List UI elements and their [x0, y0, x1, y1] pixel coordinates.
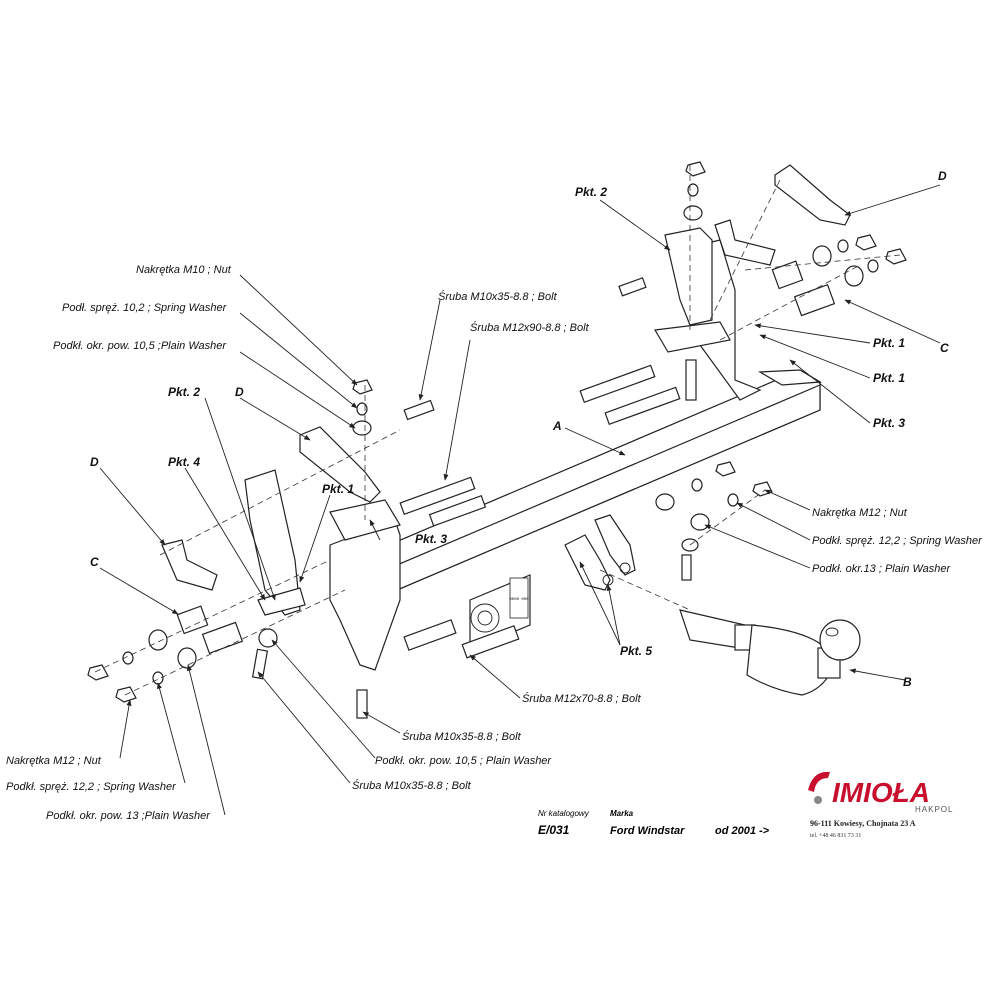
brand-hook-icon [808, 771, 830, 792]
label-nut-m12-right: Nakrętka M12 ; Nut [812, 507, 908, 519]
label-d-left: D [90, 455, 99, 469]
tow-ball-b [679, 609, 861, 696]
brand-name: IMIOŁA [832, 777, 930, 808]
label-bolt-m12x90: Śruba M12x90-8.8 ; Bolt [470, 321, 590, 334]
label-bolt-m10-lower: Śruba M10x35-8.8 ; Bolt [402, 730, 522, 743]
label-pkt1-left: Pkt. 1 [322, 482, 354, 496]
label-bolt-m10-upper: Śruba M10x35-8.8 ; Bolt [438, 290, 558, 303]
catalog-make-value: Ford Windstar [610, 825, 685, 837]
label-plain-washer-10-lower: Podkł. okr. pow. 10,5 ; Plain Washer [375, 755, 552, 767]
label-c-left: C [90, 555, 99, 569]
plate-code: 0000 000 [509, 598, 529, 602]
left-hardware [87, 379, 520, 719]
right-hardware [579, 161, 907, 581]
label-a: A [552, 419, 562, 433]
brand-sub: HAKPOL [915, 805, 953, 814]
assembly-lines [94, 165, 901, 696]
catalog-make-label: Marka [610, 809, 634, 818]
catalog-nr-label: Nr katalogowy [538, 809, 590, 818]
leader-lines [99, 184, 941, 816]
catalog-year-value: od 2001 -> [715, 825, 770, 837]
label-pkt2-left: Pkt. 2 [168, 385, 200, 399]
label-b: B [903, 675, 912, 689]
label-pkt2-right: Pkt. 2 [575, 185, 607, 199]
label-pkt4: Pkt. 4 [168, 455, 200, 469]
catalog-nr-value: E/031 [538, 823, 570, 837]
brand-logo: IMIOŁA HAKPOL 96-111 Kowiesy, Chojnata 2… [808, 771, 953, 839]
brand-address: 96-111 Kowiesy, Chojnata 23 A [810, 819, 916, 828]
label-pkt3-left: Pkt. 3 [415, 532, 447, 546]
label-c-right: C [940, 341, 949, 355]
label-bolt-m10-bottom: Śruba M10x35-8.8 ; Bolt [352, 779, 472, 792]
label-plain-washer-13-left: Podkł. okr. pow. 13 ;Plain Washer [46, 810, 211, 822]
label-plain-washer-10: Podkł. okr. pow. 10,5 ;Plain Washer [53, 340, 227, 352]
label-plain-washer-13-right: Podkł. okr.13 ; Plain Washer [812, 563, 952, 575]
label-nut-m10: Nakrętka M10 ; Nut [136, 264, 232, 276]
label-spring-washer-12-right: Podkł. spręż. 12,2 ; Spring Washer [812, 535, 983, 547]
label-spring-washer-12-left: Podkł. spręż. 12,2 ; Spring Washer [6, 781, 177, 793]
label-bolt-m12x70: Śruba M12x70-8.8 ; Bolt [522, 692, 642, 705]
brand-phone: tel. +48 46 831 73 31 [810, 833, 861, 839]
pkt5-lugs [564, 514, 636, 591]
label-pkt1-right-b: Pkt. 1 [873, 371, 905, 385]
label-d-upper-left: D [235, 385, 244, 399]
part-labels: Nakrętka M10 ; Nut Podł. spręż. 10,2 ; S… [6, 169, 983, 822]
label-spring-washer-10: Podł. spręż. 10,2 ; Spring Washer [62, 302, 228, 314]
label-d-right: D [938, 169, 947, 183]
label-pkt1-right-a: Pkt. 1 [873, 336, 905, 350]
label-nut-m12-left: Nakrętka M12 ; Nut [6, 755, 102, 767]
crossbar-a [328, 227, 822, 671]
catalog-block: Nr katalogowy E/031 Marka Ford Windstar … [538, 809, 770, 837]
label-pkt3-right: Pkt. 3 [873, 416, 905, 430]
label-pkt5: Pkt. 5 [620, 644, 652, 658]
